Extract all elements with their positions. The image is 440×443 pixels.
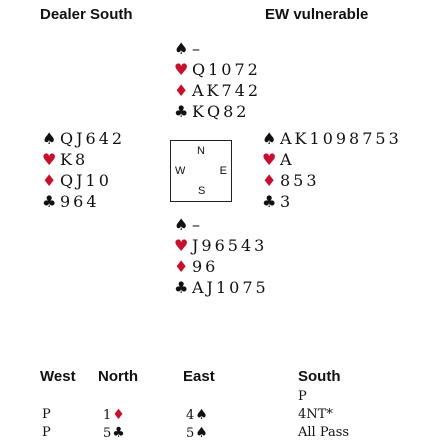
auction-header-south: South [298, 368, 341, 385]
west-hearts-row: ♥K8 [42, 149, 125, 170]
south-clubs-cards: AJ1075 [192, 278, 269, 297]
north-hearts-cards: Q1072 [192, 60, 261, 79]
compass-south: S [198, 185, 206, 197]
diamond-icon: ♦ [174, 81, 189, 100]
south-spades-cards: – [192, 215, 203, 234]
auction-bid: 4♠ [186, 407, 208, 423]
diamond-icon: ♦ [174, 257, 189, 276]
spade-icon: ♠ [195, 425, 208, 441]
club-icon: ♣ [262, 192, 277, 211]
auction-bid: All Pass [298, 425, 350, 440]
spade-icon: ♠ [174, 39, 189, 58]
auction-bid: P [42, 407, 51, 422]
south-diamonds-cards: 96 [192, 257, 219, 276]
auction-header-east: East [183, 368, 215, 385]
south-spades-row: ♠– [174, 214, 269, 235]
club-icon: ♣ [174, 102, 189, 121]
east-spades-row: ♠AK1098753 [262, 128, 402, 149]
west-hearts-cards: K8 [60, 150, 89, 169]
club-icon: ♣ [42, 192, 57, 211]
vulnerability-label: EW vulnerable [265, 6, 369, 23]
heart-icon: ♥ [262, 150, 277, 169]
spade-icon: ♠ [195, 407, 208, 423]
east-diamonds-row: ♦853 [262, 170, 402, 191]
dealer-label: Dealer South [40, 6, 133, 23]
compass-west: W [175, 165, 186, 177]
auction-bid: P [42, 425, 51, 440]
west-hand: ♠QJ642 ♥K8 ♦QJ10 ♣964 [42, 128, 125, 212]
west-spades-cards: QJ642 [60, 129, 126, 148]
compass-box: N W E S [170, 140, 232, 202]
heart-icon: ♥ [42, 150, 57, 169]
east-hearts-cards: A [280, 150, 295, 169]
auction-bid: 5♠ [186, 425, 208, 441]
auction-bid: P [298, 389, 307, 404]
heart-icon: ♥ [174, 236, 189, 255]
south-hearts-cards: J96543 [192, 236, 268, 255]
north-spades-cards: – [192, 39, 203, 58]
west-diamonds-cards: QJ10 [60, 171, 112, 190]
north-spades-row: ♠– [174, 38, 261, 59]
east-clubs-cards: 3 [280, 192, 294, 211]
south-hearts-row: ♥J96543 [174, 235, 269, 256]
east-clubs-row: ♣3 [262, 191, 402, 212]
spade-icon: ♠ [262, 129, 277, 148]
south-clubs-row: ♣AJ1075 [174, 277, 269, 298]
north-diamonds-cards: AK742 [192, 81, 262, 100]
west-clubs-row: ♣964 [42, 191, 125, 212]
east-spades-cards: AK1098753 [280, 129, 402, 148]
auction-bid: 4NT* [298, 407, 333, 422]
club-icon: ♣ [174, 278, 189, 297]
east-diamonds-cards: 853 [280, 171, 320, 190]
diamond-icon: ♦ [262, 171, 277, 190]
north-clubs-row: ♣KQ82 [174, 101, 261, 122]
east-hearts-row: ♥A [262, 149, 402, 170]
auction-bid: 5♣ [103, 425, 125, 441]
east-hand: ♠AK1098753 ♥A ♦853 ♣3 [262, 128, 402, 212]
west-spades-row: ♠QJ642 [42, 128, 125, 149]
north-hand: ♠– ♥Q1072 ♦AK742 ♣KQ82 [174, 38, 261, 122]
heart-icon: ♥ [174, 60, 189, 79]
west-diamonds-row: ♦QJ10 [42, 170, 125, 191]
spade-icon: ♠ [174, 215, 189, 234]
south-hand: ♠– ♥J96543 ♦96 ♣AJ1075 [174, 214, 269, 298]
compass-east: E [219, 165, 227, 177]
diamond-icon: ♦ [112, 407, 125, 423]
north-hearts-row: ♥Q1072 [174, 59, 261, 80]
west-clubs-cards: 964 [60, 192, 100, 211]
club-icon: ♣ [112, 425, 125, 441]
auction-header-north: North [98, 368, 138, 385]
spade-icon: ♠ [42, 129, 57, 148]
auction-header-west: West [40, 368, 76, 385]
compass-north: N [197, 145, 205, 157]
south-diamonds-row: ♦96 [174, 256, 269, 277]
auction-bid: 1♦ [103, 407, 125, 423]
diamond-icon: ♦ [42, 171, 57, 190]
north-diamonds-row: ♦AK742 [174, 80, 261, 101]
north-clubs-cards: KQ82 [192, 102, 250, 121]
